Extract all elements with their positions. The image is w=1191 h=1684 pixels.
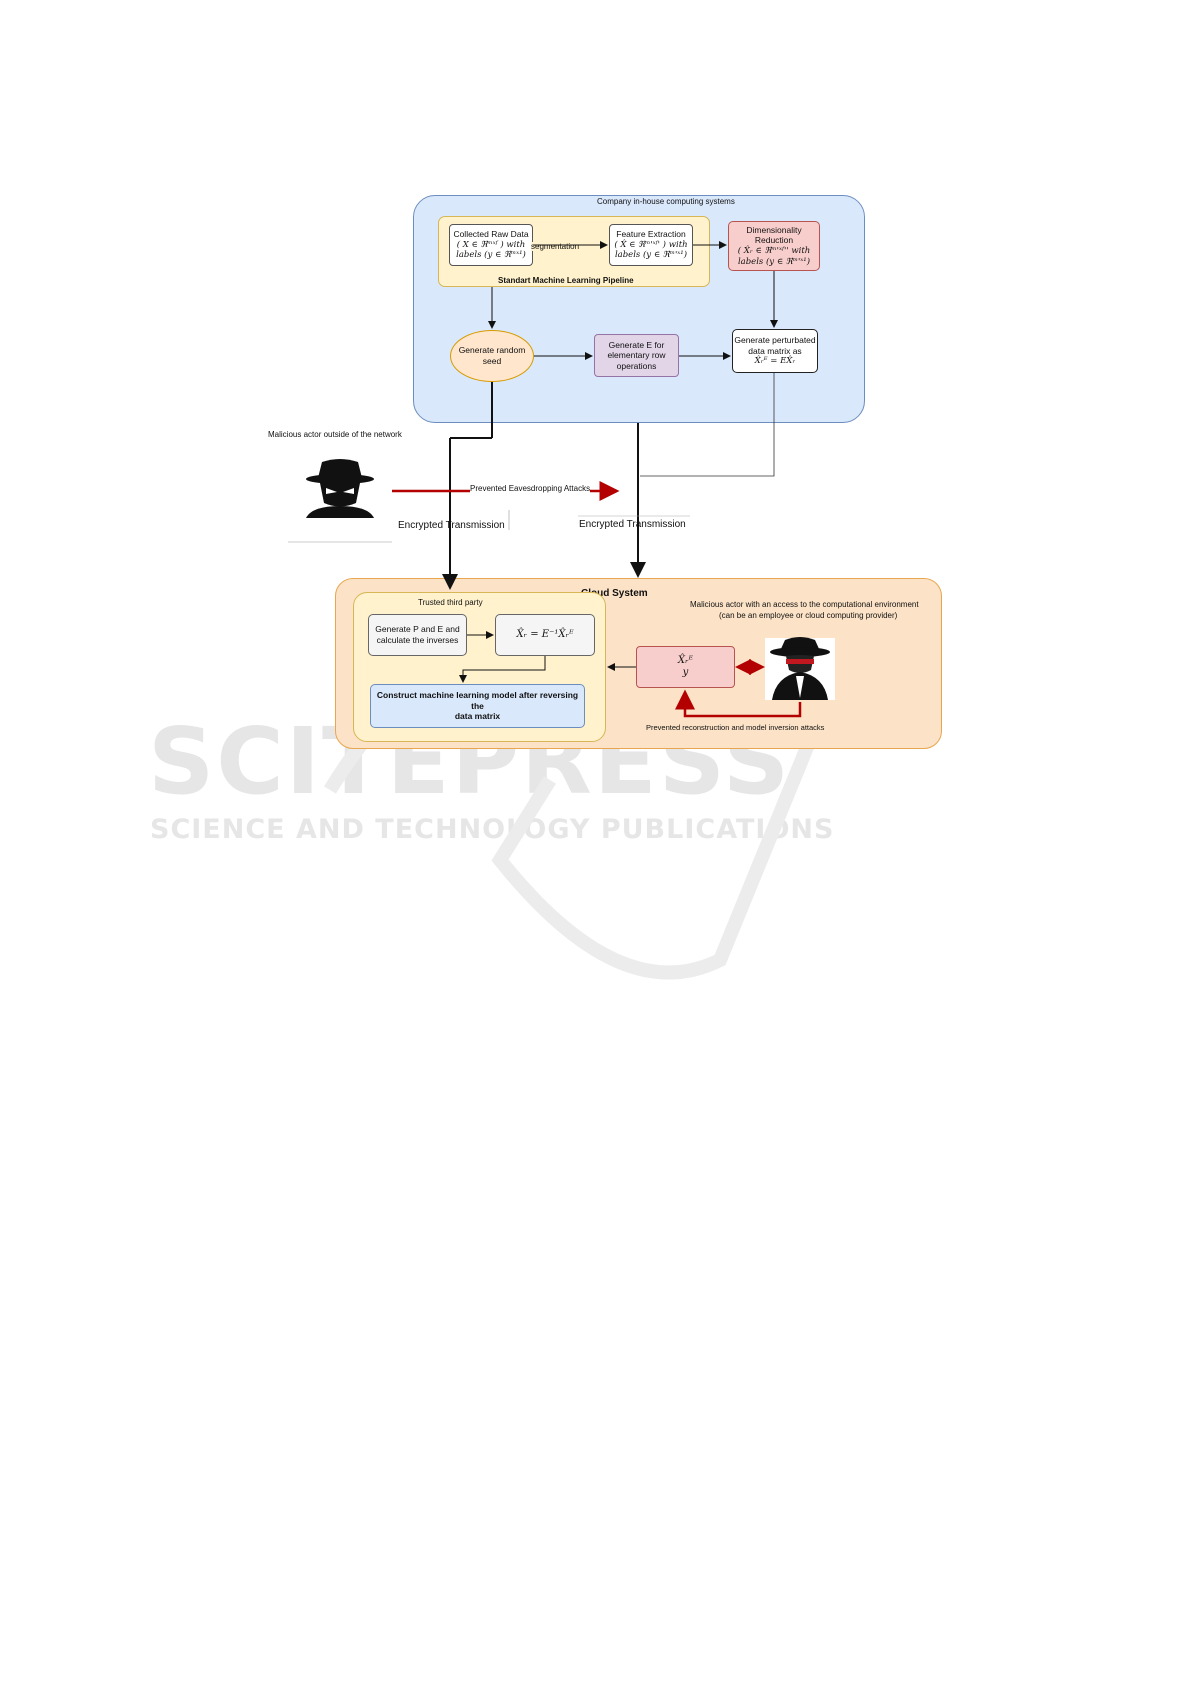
- cloud-attack-label: Prevented reconstruction and model inver…: [646, 723, 825, 732]
- raw-data-line2: ( X ∈ ℜᵐˣᶠ ) with: [456, 239, 526, 250]
- cloud-actor-line2: (can be an employee or cloud computing p…: [719, 611, 898, 620]
- perturbed-line1: Generate perturbated: [734, 335, 816, 346]
- ttp-title: Trusted third party: [418, 598, 483, 607]
- generate-e-line1: Generate E for: [608, 339, 665, 350]
- eavesdrop-label: Prevented Eavesdropping Attacks: [470, 484, 591, 493]
- dim-reduction-line1: Dimensionality: [746, 224, 802, 235]
- dim-reduction-line3: ( X̂ᵣ ∈ ℜᵐ'ˣᶠ'' with: [737, 246, 811, 256]
- feature-extraction-box: Feature Extraction ( X̂ ∈ ℜᵐ'ˣᶠ' ) with …: [609, 224, 693, 266]
- company-title: Company in-house computing systems: [597, 197, 735, 206]
- cloud-title: Cloud System: [581, 588, 648, 599]
- generate-pe-line2: calculate the inverses: [376, 635, 459, 645]
- dim-reduction-line2: Reduction: [754, 235, 794, 246]
- arrow-inverse-to-construct: [459, 656, 546, 683]
- arrow-seed-to-ttp: [442, 382, 493, 590]
- perturbed-line3: X̂ᵣᴱ = EX̂ᵣ: [754, 356, 796, 367]
- cloud-data-line2: y: [682, 667, 689, 678]
- random-seed-line1: Generate random: [458, 345, 526, 356]
- arrow-actor-attack-loop: [675, 689, 802, 718]
- pipeline-label: Standart Machine Learning Pipeline: [498, 276, 634, 285]
- cloud-data-box: X̂ᵣᴱ y: [636, 646, 735, 688]
- generate-e-box: Generate E for elementary row operations: [594, 334, 679, 377]
- feature-extraction-line2: ( X̂ ∈ ℜᵐ'ˣᶠ' ) with: [614, 239, 688, 250]
- construct-model-box: Construct machine learning model after r…: [370, 684, 585, 728]
- construct-line1: Construct machine learning model after r…: [376, 690, 579, 711]
- line-perturbed-down: [640, 373, 775, 477]
- feature-extraction-line1: Feature Extraction: [616, 229, 686, 240]
- inverse-formula: X̂ᵣ = E⁻¹X̂ᵣᴱ: [516, 628, 574, 640]
- encrypted-left-label: Encrypted Transmission: [398, 520, 505, 531]
- raw-data-line3: labels (y ∈ ℜᵐˣ¹): [456, 250, 526, 261]
- generate-e-line2: elementary row: [607, 350, 666, 361]
- random-seed-line2: seed: [482, 356, 502, 366]
- enc-underlines: [508, 510, 690, 530]
- perturbed-data-box: Generate perturbated data matrix as X̂ᵣᴱ…: [732, 329, 818, 373]
- raw-data-line1: Collected Raw Data: [453, 229, 529, 240]
- random-seed-node: Generate random seed: [450, 330, 534, 382]
- construct-line2: data matrix: [454, 711, 501, 722]
- dim-reduction-line4: labels (y ∈ ℜᵐ'ˣ¹): [737, 256, 811, 267]
- generate-e-line3: operations: [616, 360, 657, 371]
- cloud-data-line1: X̂ᵣᴱ: [677, 654, 694, 666]
- segmentation-label: segmentation: [531, 242, 580, 251]
- generate-pe-line1: Generate P and E and: [375, 624, 460, 635]
- watermark-sub: SCIENCE AND TECHNOLOGY PUBLICATIONS: [150, 814, 835, 845]
- external-actor-label: Malicious actor outside of the network: [268, 430, 402, 439]
- cloud-actor-line1: Malicious actor with an access to the co…: [690, 600, 919, 609]
- inverse-box: X̂ᵣ = E⁻¹X̂ᵣᴱ: [495, 614, 595, 656]
- generate-pe-box: Generate P and E and calculate the inver…: [368, 614, 467, 656]
- feature-extraction-line3: labels (y ∈ ℜᵐ'ˣ¹): [614, 250, 688, 261]
- encrypted-right-label: Encrypted Transmission: [579, 519, 686, 530]
- raw-data-box: Collected Raw Data ( X ∈ ℜᵐˣᶠ ) with lab…: [449, 224, 533, 266]
- dim-reduction-box: Dimensionality Reduction ( X̂ᵣ ∈ ℜᵐ'ˣᶠ''…: [728, 221, 820, 271]
- perturbed-line2: data matrix as: [748, 345, 802, 356]
